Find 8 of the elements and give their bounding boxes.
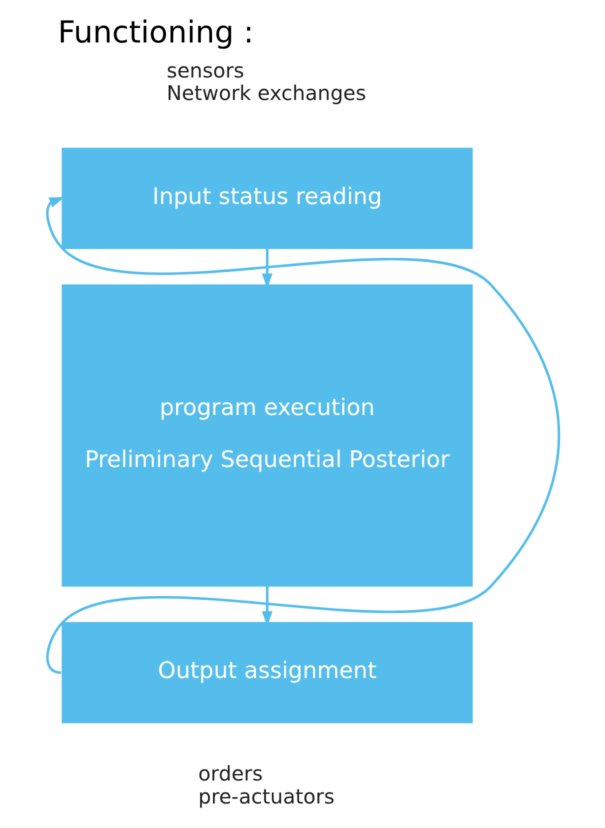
label: sensors bbox=[166, 58, 244, 82]
diagram-title: Functioning : bbox=[57, 15, 254, 50]
node-box: program execution Preliminary Sequential Posterior bbox=[61, 284, 472, 587]
label: Network exchanges bbox=[166, 81, 366, 106]
label: pre-actuators bbox=[198, 784, 334, 808]
node-box: Input status reading bbox=[61, 148, 472, 249]
label: orders bbox=[198, 762, 262, 786]
node-box: Output assignment bbox=[61, 622, 472, 724]
